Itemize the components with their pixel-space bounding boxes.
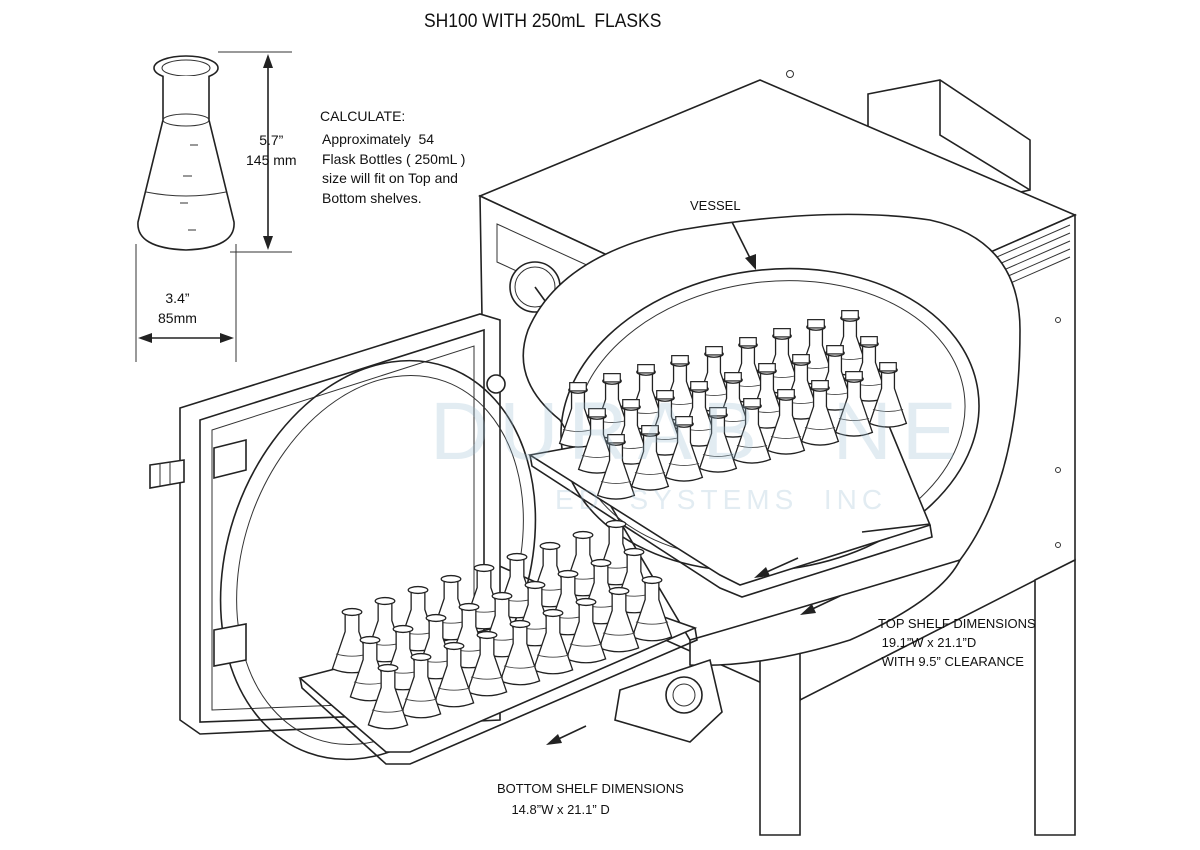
top-shelf-arrow-2 (800, 595, 841, 615)
shelf-flask (630, 425, 670, 491)
shelf-flask (367, 663, 409, 730)
calculate-body: Approximately 54 Flask Bottles ( 250mL )… (322, 131, 466, 206)
watermark-subtext: ED SYSTEMS INC (555, 484, 888, 515)
bottom-shelf-dimensions: BOTTOM SHELF DIMENSIONS 14.8”W x 21.1” D (497, 781, 684, 817)
top-shelf-flasks (558, 310, 908, 500)
reference-flask (137, 55, 235, 251)
shelf-flask (499, 619, 541, 686)
shelf-flask (331, 607, 373, 674)
height-dimension (218, 51, 292, 253)
bottom-shelf-arrow (546, 725, 587, 745)
watermark-text: DURAB NE (430, 386, 967, 477)
shelf-flask (433, 641, 475, 708)
diagram-title: SH100 WITH 250mL FLASKS (424, 11, 662, 32)
shelf-flask (349, 635, 391, 702)
top-shelf-dimensions: TOP SHELF DIMENSIONS 19.1”W x 21.1”D WIT… (878, 616, 1036, 669)
calculate-heading: CALCULATE: (320, 108, 406, 124)
flask-height-label: 5.7” 145 mm (246, 132, 297, 168)
shelf-flask (664, 416, 704, 482)
flask-width-label: 3.4” 85mm (158, 290, 197, 326)
shelf-flask (834, 371, 874, 437)
vessel-label: VESSEL (690, 198, 741, 213)
width-dimension (135, 244, 237, 362)
shelf-flask (466, 630, 508, 697)
vessel-arrow (731, 221, 756, 270)
bottom-shelf-flasks (331, 519, 673, 730)
shelf-flask (532, 608, 574, 675)
shelf-flask (596, 434, 636, 500)
top-shelf-arrow-1 (754, 557, 799, 578)
